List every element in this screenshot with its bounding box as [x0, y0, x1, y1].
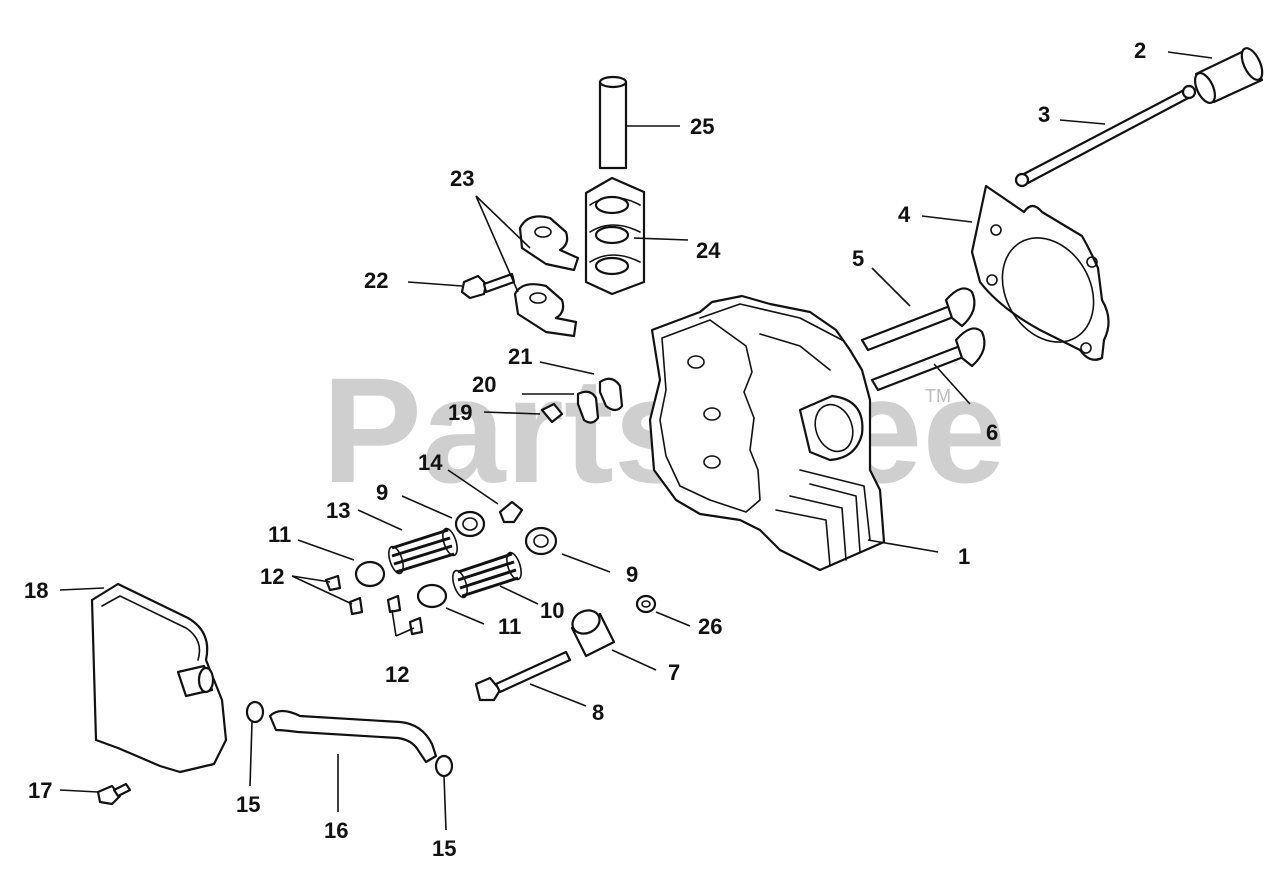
callout-26[interactable]: 26 [698, 614, 722, 639]
callout-21[interactable]: 21 [508, 344, 532, 369]
callout-16[interactable]: 16 [324, 818, 348, 843]
part-21-plate[interactable] [598, 377, 624, 412]
part-4-gasket[interactable] [970, 184, 1112, 361]
callout-18[interactable]: 18 [24, 578, 48, 603]
part-13-spring[interactable] [386, 527, 460, 575]
callout-2[interactable]: 2 [1134, 38, 1146, 63]
part-1-cylinder-head[interactable] [648, 294, 886, 572]
callout-3[interactable]: 3 [1038, 102, 1050, 127]
callout-22[interactable]: 22 [364, 268, 388, 293]
callout-7[interactable]: 7 [668, 660, 680, 685]
callout-8[interactable]: 8 [592, 700, 604, 725]
part-12-keepers-left[interactable] [324, 574, 364, 616]
callout-12-upper[interactable]: 12 [260, 564, 284, 589]
part-15-clamp-right[interactable] [434, 754, 454, 778]
part-23-rocker-arm-upper[interactable] [518, 215, 580, 272]
callout-1[interactable]: 1 [958, 544, 970, 569]
callout-23[interactable]: 23 [450, 166, 474, 191]
part-17-screw[interactable] [96, 782, 132, 806]
part-3-push-rod[interactable] [1014, 84, 1197, 188]
callout-9-lower[interactable]: 9 [626, 562, 638, 587]
part-23-rocker-arm-lower[interactable] [513, 283, 578, 338]
part-25-shaft[interactable] [598, 75, 628, 170]
part-26-washer[interactable] [635, 594, 657, 614]
callout-14[interactable]: 14 [418, 450, 443, 475]
part-7-spacer[interactable] [569, 606, 616, 658]
part-6-valve[interactable] [870, 327, 986, 392]
callout-10[interactable]: 10 [540, 598, 564, 623]
part-14-cap[interactable] [498, 500, 524, 524]
callout-13[interactable]: 13 [326, 498, 350, 523]
part-22-bolt[interactable] [460, 272, 516, 300]
part-19-screw[interactable] [540, 402, 564, 424]
callout-15-left[interactable]: 15 [236, 792, 260, 817]
part-16-hose[interactable] [268, 709, 438, 764]
part-15-clamp-left[interactable] [245, 700, 265, 724]
part-24-rocker-bracket[interactable] [584, 176, 646, 296]
part-9-retainer-upper[interactable] [454, 510, 486, 538]
part-10-spring[interactable] [450, 551, 524, 599]
callout-6[interactable]: 6 [986, 420, 998, 445]
callout-20[interactable]: 20 [472, 372, 496, 397]
callout-17[interactable]: 17 [28, 778, 52, 803]
callout-5[interactable]: 5 [852, 246, 864, 271]
part-11-washer-upper[interactable] [354, 560, 386, 588]
callout-11-upper[interactable]: 11 [268, 522, 291, 547]
part-8-bolt[interactable] [474, 650, 572, 702]
callout-25[interactable]: 25 [690, 114, 714, 139]
watermark-trademark: TM [925, 386, 951, 406]
callout-9-upper[interactable]: 9 [376, 480, 388, 505]
part-20-plate[interactable] [576, 390, 600, 424]
callout-19[interactable]: 19 [448, 400, 472, 425]
part-5-valve[interactable] [860, 287, 976, 352]
part-9-retainer-lower[interactable] [524, 526, 558, 556]
part-18-cover[interactable] [90, 582, 228, 774]
callout-12-lower[interactable]: 12 [385, 662, 409, 687]
part-2-tube[interactable] [1191, 45, 1266, 106]
callout-4[interactable]: 4 [898, 202, 911, 227]
part-11-washer-lower[interactable] [416, 583, 448, 609]
callout-24[interactable]: 24 [696, 238, 721, 263]
leader-lines [59, 51, 1213, 831]
callout-15-right[interactable]: 15 [432, 836, 456, 861]
callout-11-lower[interactable]: 11 [498, 614, 521, 639]
